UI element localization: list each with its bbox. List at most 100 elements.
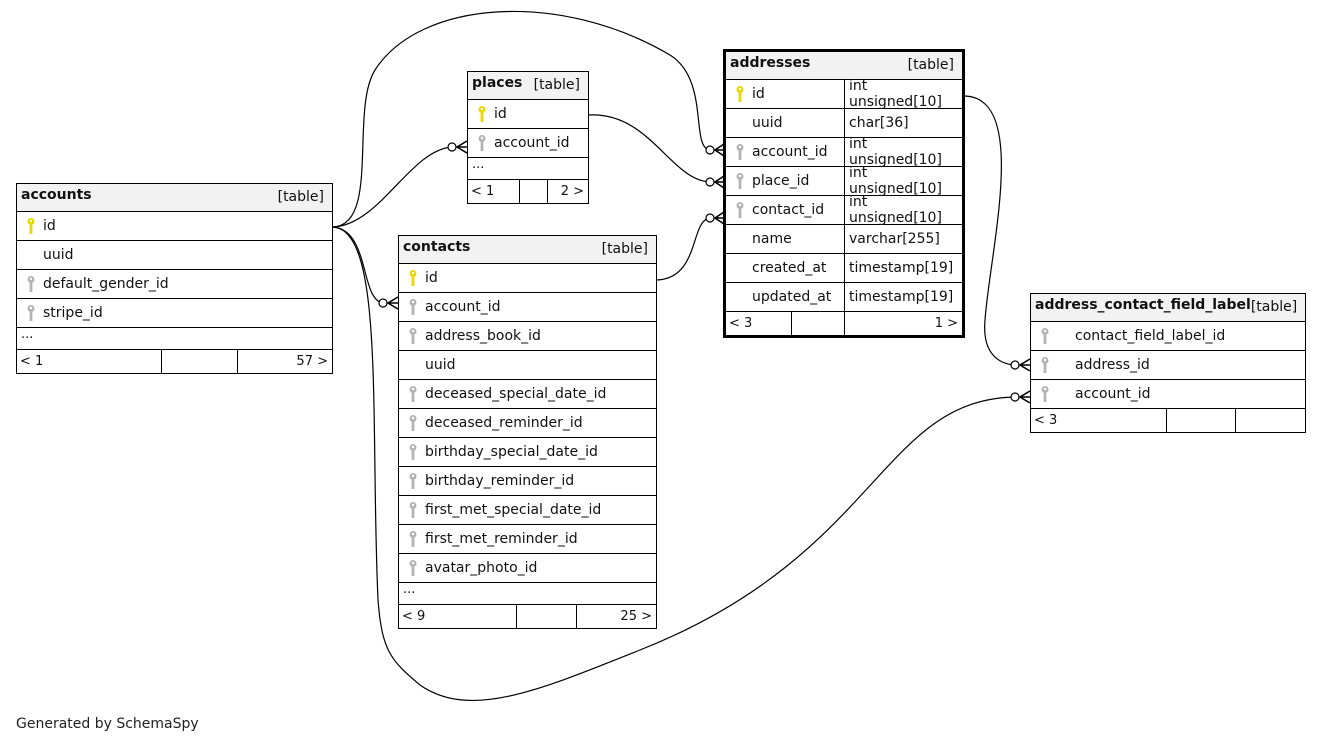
column-name: id xyxy=(494,106,507,122)
table-name: contacts xyxy=(403,239,471,255)
column-row[interactable]: created_at timestamp[19] xyxy=(726,254,962,283)
column-row[interactable]: birthday_reminder_id xyxy=(399,467,656,496)
children-count[interactable]: 2 > xyxy=(560,184,584,199)
zero-cardinality-icon xyxy=(447,142,457,152)
foreign-key-icon xyxy=(734,201,746,219)
column-name: updated_at xyxy=(752,289,832,305)
column-name: place_id xyxy=(752,173,810,189)
table-places[interactable]: places [table] id account_id ... < 1 2 > xyxy=(467,71,589,204)
column-row[interactable]: first_met_reminder_id xyxy=(399,525,656,554)
foreign-key-icon xyxy=(1039,327,1051,345)
foreign-key-icon xyxy=(407,385,419,403)
foreign-key-icon xyxy=(734,143,746,161)
column-row[interactable]: id xyxy=(399,264,656,293)
table-kind: [table] xyxy=(533,77,580,93)
footer-middle xyxy=(161,350,238,373)
no-key-spacer xyxy=(407,356,419,374)
foreign-key-icon xyxy=(407,501,419,519)
parents-count[interactable]: < 1 xyxy=(471,184,495,199)
table-header: address_contact_field_label [table] xyxy=(1031,294,1305,322)
column-name: stripe_id xyxy=(43,305,103,321)
footer-middle xyxy=(519,180,548,203)
column-name: created_at xyxy=(752,260,827,276)
column-row[interactable]: account_id xyxy=(399,293,656,322)
column-name: uuid xyxy=(752,115,783,131)
children-count[interactable]: 1 > xyxy=(934,316,958,331)
column-row[interactable]: uuid xyxy=(17,241,332,270)
column-type: timestamp[19] xyxy=(844,254,962,282)
column-name: account_id xyxy=(752,144,828,160)
zero-cardinality-icon xyxy=(1010,392,1020,402)
parents-count[interactable]: < 9 xyxy=(402,609,426,624)
column-row[interactable]: uuid xyxy=(399,351,656,380)
zero-cardinality-icon xyxy=(705,177,715,187)
column-row[interactable]: stripe_id xyxy=(17,299,332,328)
column-row[interactable]: account_id int unsigned[10] xyxy=(726,136,962,168)
parents-count[interactable]: < 1 xyxy=(20,354,44,369)
column-row[interactable]: place_id int unsigned[10] xyxy=(726,165,962,197)
column-name: contact_id xyxy=(752,202,825,218)
column-row[interactable]: address_id xyxy=(1031,351,1305,380)
column-row[interactable]: account_id xyxy=(468,129,588,158)
column-row[interactable]: account_id xyxy=(1031,380,1305,409)
column-row[interactable]: default_gender_id xyxy=(17,270,332,299)
zero-cardinality-icon xyxy=(378,298,388,308)
column-row[interactable]: id xyxy=(17,212,332,241)
column-row[interactable]: address_book_id xyxy=(399,322,656,351)
children-count[interactable]: 57 > xyxy=(296,354,328,369)
children-count[interactable]: 25 > xyxy=(620,609,652,624)
table-name: accounts xyxy=(21,187,92,203)
table-header: places [table] xyxy=(468,72,588,100)
primary-key-icon xyxy=(25,217,37,235)
column-row[interactable]: deceased_special_date_id xyxy=(399,380,656,409)
column-name: contact_field_label_id xyxy=(1075,328,1226,344)
column-row[interactable]: first_met_special_date_id xyxy=(399,496,656,525)
edge-contacts-account-to-accounts xyxy=(332,226,384,304)
column-name: default_gender_id xyxy=(43,276,169,292)
more-columns: ... xyxy=(468,158,588,180)
no-key-spacer xyxy=(25,246,37,264)
table-contacts[interactable]: contacts [table] id account_id address_boo… xyxy=(398,235,657,629)
column-name: birthday_reminder_id xyxy=(425,473,575,489)
column-name: first_met_reminder_id xyxy=(425,531,578,547)
column-type: int unsigned[10] xyxy=(844,78,962,110)
table-name: addresses xyxy=(730,55,811,71)
column-row[interactable]: deceased_reminder_id xyxy=(399,409,656,438)
column-row[interactable]: id xyxy=(468,100,588,129)
table-footer: < 1 2 > xyxy=(468,180,588,203)
table-header: contacts [table] xyxy=(399,236,656,264)
table-kind: [table] xyxy=(907,57,954,73)
column-row[interactable]: contact_field_label_id xyxy=(1031,322,1305,351)
column-type: int unsigned[10] xyxy=(844,136,962,168)
column-name: name xyxy=(752,231,792,247)
no-key-spacer xyxy=(734,288,746,306)
footer-middle xyxy=(1166,409,1236,432)
crows-foot-many-icon xyxy=(386,296,399,310)
table-address-contact-field-label[interactable]: address_contact_field_label [table] cont… xyxy=(1030,293,1306,433)
column-name: first_met_special_date_id xyxy=(425,502,602,518)
parents-count[interactable]: < 3 xyxy=(729,316,753,331)
children-count[interactable] xyxy=(1236,409,1305,432)
column-name: account_id xyxy=(1075,386,1151,402)
foreign-key-icon xyxy=(407,472,419,490)
foreign-key-icon xyxy=(407,443,419,461)
table-kind: [table] xyxy=(277,189,324,205)
primary-key-icon xyxy=(407,269,419,287)
column-row[interactable]: avatar_photo_id xyxy=(399,554,656,583)
column-name: account_id xyxy=(425,299,501,315)
primary-key-icon xyxy=(734,85,746,103)
column-row[interactable]: birthday_special_date_id xyxy=(399,438,656,467)
parents-count[interactable]: < 3 xyxy=(1034,413,1058,428)
foreign-key-icon xyxy=(25,275,37,293)
foreign-key-icon xyxy=(407,414,419,432)
column-name: address_id xyxy=(1075,357,1150,373)
column-type: int unsigned[10] xyxy=(844,165,962,197)
crows-foot-many-icon xyxy=(1018,390,1031,404)
